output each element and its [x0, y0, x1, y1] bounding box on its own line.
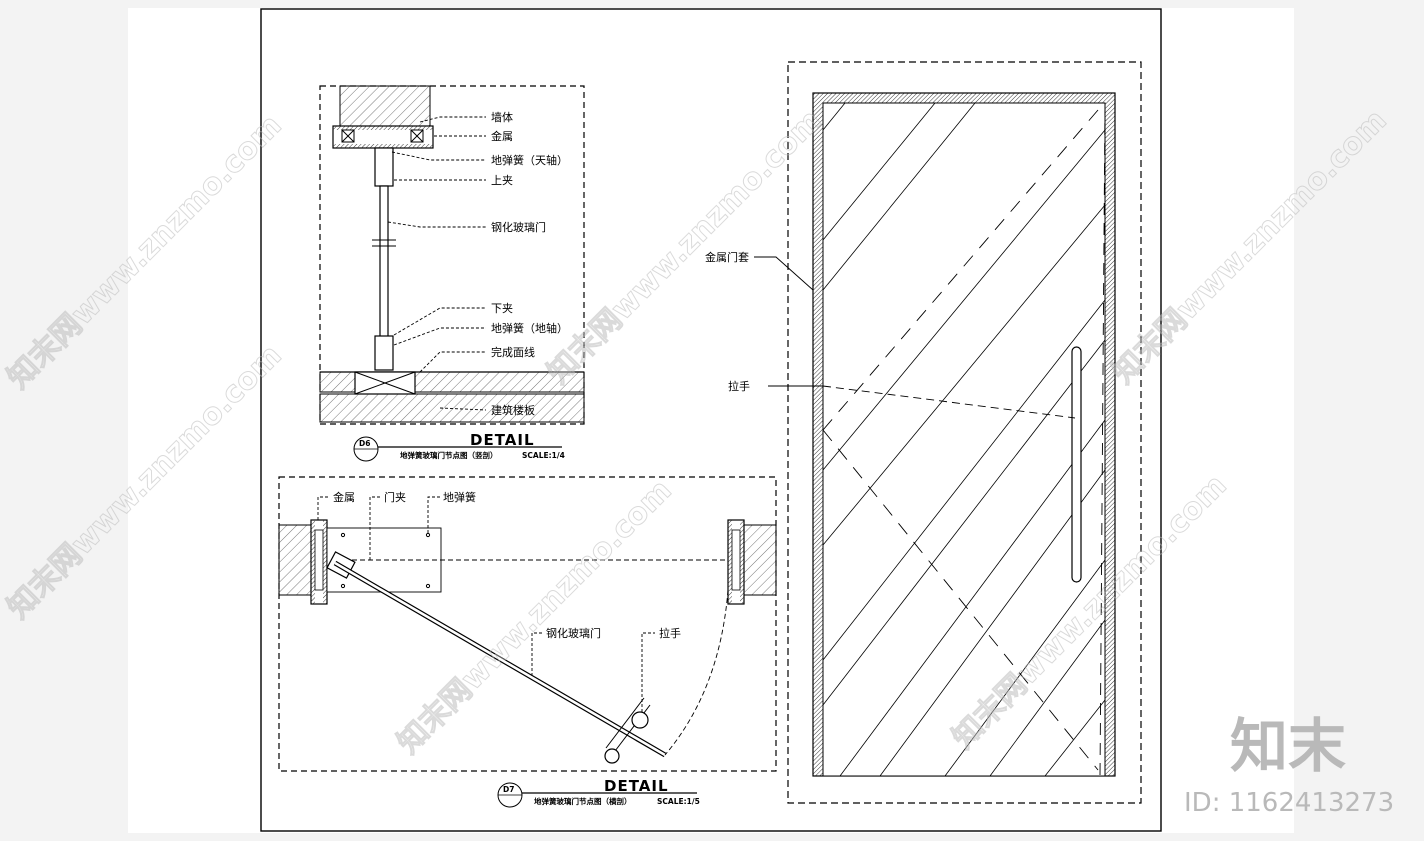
- door-elevation: 金属门套 拉手: [705, 61, 1142, 804]
- elevation-glass-panel: [822, 102, 1106, 777]
- label-plan-glass-door: 钢化玻璃门: [546, 626, 601, 640]
- plan-section-border: [278, 476, 777, 772]
- label-finish-line: 完成面线: [491, 345, 535, 359]
- detail-caption-d7: 地弹簧玻璃门节点图（横剖）: [534, 796, 632, 806]
- detail-heading-d7: DETAIL: [604, 777, 669, 795]
- label-pivot-floor: 地弹簧（地轴）: [491, 321, 568, 335]
- elevation-handle: [1071, 346, 1082, 583]
- detail-scale-d6: SCALE:1/4: [522, 451, 565, 460]
- vertical-section-detail: 墙体 金属 地弹簧（天轴） 上夹 钢化玻璃门 下夹 地弹簧（地轴） 完成面线 建…: [319, 85, 585, 462]
- detail-caption-d6: 地弹簧玻璃门节点图（竖剖）: [400, 450, 498, 460]
- label-plan-floor-spring: 地弹簧: [443, 490, 476, 504]
- sheet-frame: [260, 8, 1162, 832]
- detail-scale-d7: SCALE:1/5: [657, 797, 700, 806]
- vertical-section-border: [319, 85, 585, 425]
- door-swing-arc: [664, 589, 729, 756]
- plan-section-detail: 金属 门夹 地弹簧 钢化玻璃门 拉手 D7 DETAIL 地弹簧玻璃门节点图（横…: [278, 476, 777, 808]
- right-wall: [743, 524, 777, 596]
- detail-tag-d7: D7: [503, 785, 514, 794]
- glass-reflection-lines: [822, 102, 1106, 777]
- label-plan-door-clamp: 门夹: [384, 490, 406, 504]
- bottom-clamp: [374, 335, 394, 371]
- detail-heading-d6: DETAIL: [470, 431, 535, 449]
- label-metal: 金属: [491, 129, 513, 143]
- watermark-site-1: 知末网www.znzmo.com: [1, 108, 289, 396]
- plan-handle-knob: [631, 711, 649, 729]
- label-floor-slab: 建筑楼板: [491, 403, 535, 417]
- left-wall: [278, 524, 312, 596]
- door-opening-line: [1099, 102, 1106, 777]
- detail-tag-d6: D6: [359, 439, 370, 448]
- elevation-border: [787, 61, 1142, 804]
- id-watermark: ID: 1162413273: [1184, 788, 1394, 818]
- label-glass-door: 钢化玻璃门: [491, 220, 546, 234]
- label-pivot-top: 地弹簧（天轴）: [491, 153, 568, 167]
- top-clamp: [374, 147, 394, 187]
- brand-watermark: 知末: [1230, 712, 1346, 780]
- watermark-site-2: 知末网www.znzmo.com: [1, 338, 289, 626]
- label-plan-metal: 金属: [333, 490, 355, 504]
- watermark-site-5: 知末网www.znzmo.com: [1106, 103, 1394, 391]
- floor-slab: [319, 393, 585, 423]
- wall-block: [339, 85, 431, 127]
- watermark-layer: 知末网www.znzmo.com 知末网www.znzmo.com 知末网www…: [0, 102, 1394, 761]
- label-plan-handle: 拉手: [659, 626, 681, 640]
- label-bottom-clamp: 下夹: [491, 302, 513, 315]
- label-elevation-handle: 拉手: [728, 379, 750, 393]
- label-metal-frame: 金属门套: [705, 250, 749, 264]
- glass-door-section: [379, 185, 389, 341]
- label-top-clamp: 上夹: [491, 174, 513, 187]
- label-wall: 墙体: [491, 110, 513, 124]
